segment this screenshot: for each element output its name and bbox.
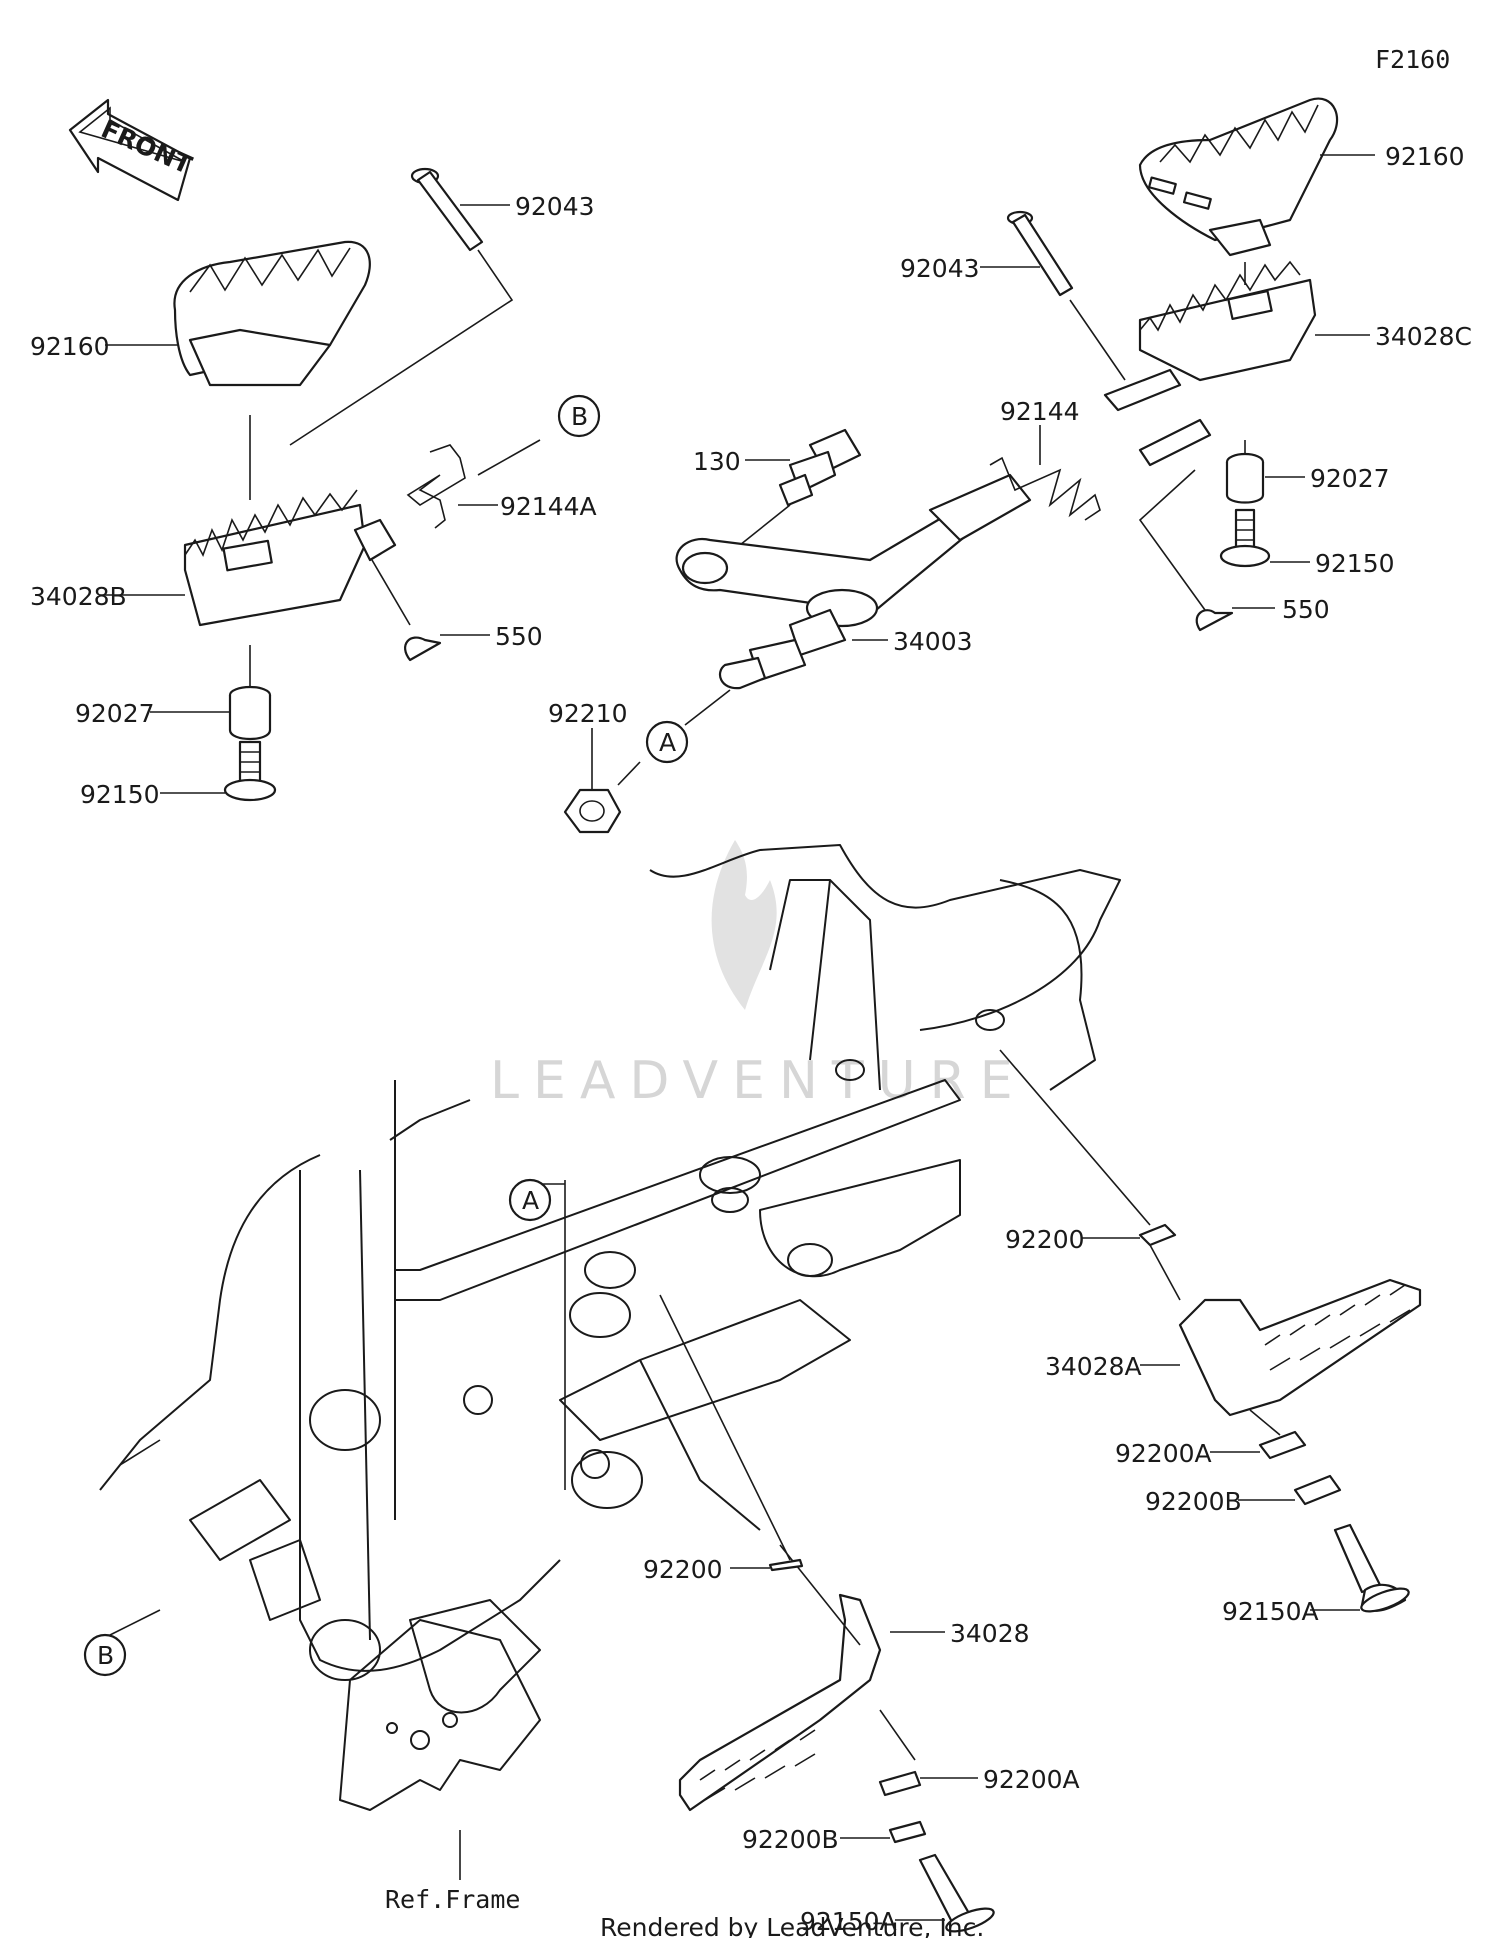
label-34028A: 34028A (1045, 1352, 1142, 1381)
label-92043-left: 92043 (515, 192, 595, 221)
label-92150A-lower: 92150A (800, 1907, 897, 1936)
label-92027-right: 92027 (1310, 464, 1390, 493)
passenger-peg-34028A (1140, 1244, 1422, 1417)
watermark-text: LEADVENTURE (490, 1051, 1027, 1111)
label-550-left: 550 (495, 622, 543, 651)
diagram-code: F2160 (1375, 45, 1450, 74)
watermark: LEADVENTURE (490, 840, 1027, 1111)
pin-92043-right (980, 210, 1126, 381)
label-34028B: 34028B (30, 582, 127, 611)
marker-b-lower-text: B (97, 1641, 114, 1670)
peg-34028B (100, 489, 411, 690)
bolt-92150A-lower (895, 1853, 995, 1933)
label-ref-frame: Ref.Frame (385, 1885, 520, 1914)
label-92150-left: 92150 (80, 780, 160, 809)
marker-b-upper: B (557, 394, 601, 438)
label-92027-left: 92027 (75, 699, 155, 728)
frame (99, 844, 1121, 1880)
marker-a-lower: A (508, 1178, 552, 1222)
bolt-92150-right (1219, 508, 1310, 568)
label-92144: 92144 (1000, 397, 1080, 426)
label-92200-right: 92200 (1005, 1225, 1085, 1254)
label-92210: 92210 (548, 699, 628, 728)
marker-a-upper: A (645, 720, 689, 764)
pin-92043-left (289, 167, 514, 446)
cotter-pin-550-right (1195, 607, 1275, 632)
collar-92027-left (150, 685, 272, 741)
bolt-92150A-right (1310, 1523, 1410, 1613)
nut-92210 (563, 728, 641, 834)
label-92200A-lower: 92200A (983, 1765, 1080, 1794)
washer-92200-right (999, 1049, 1177, 1247)
label-92200B-lower: 92200B (742, 1825, 839, 1854)
peg-34028C (1103, 260, 1370, 611)
marker-b-upper-text: B (571, 402, 588, 431)
rubber-92160-right (1138, 97, 1375, 285)
label-34028: 34028 (950, 1619, 1030, 1648)
label-34003: 34003 (893, 627, 973, 656)
shaft-34003 (675, 473, 1032, 726)
label-92200A-right: 92200A (1115, 1439, 1212, 1468)
label-92200-lower: 92200 (643, 1555, 723, 1584)
label-92160-left: 92160 (30, 332, 110, 361)
washer-92200-lower (659, 1294, 804, 1572)
label-92150A-right: 92150A (1222, 1597, 1319, 1626)
spring-92144 (989, 425, 1101, 521)
bolt-92150-left (160, 740, 277, 802)
rubber-92160-left (105, 240, 371, 500)
label-550-right: 550 (1282, 595, 1330, 624)
cotter-pin-550-left (404, 634, 490, 662)
label-92200B-right: 92200B (1145, 1487, 1242, 1516)
collar-92027-right (1225, 452, 1305, 504)
washer-92200A-right (1210, 1409, 1307, 1460)
spring-92144A (406, 439, 541, 529)
label-92160-right: 92160 (1385, 142, 1465, 171)
bolt-130 (739, 428, 862, 546)
washer-92200A-lower (878, 1770, 978, 1797)
front-arrow-icon: FRONT (68, 98, 196, 202)
marker-a-lower-text: A (522, 1186, 539, 1215)
label-92150-right: 92150 (1315, 549, 1395, 578)
marker-a-upper-text: A (659, 728, 676, 757)
label-130: 130 (693, 447, 741, 476)
passenger-peg-34028 (678, 1544, 945, 1812)
footer-credit: Rendered by LeadVenture, Inc. (600, 1913, 984, 1938)
label-34028C: 34028C (1375, 322, 1472, 351)
label-92144A: 92144A (500, 492, 597, 521)
marker-b-lower: B (83, 1633, 127, 1677)
washer-92200B-right (1238, 1474, 1342, 1506)
label-92043-right: 92043 (900, 254, 980, 283)
washer-92200B-lower (840, 1820, 927, 1844)
